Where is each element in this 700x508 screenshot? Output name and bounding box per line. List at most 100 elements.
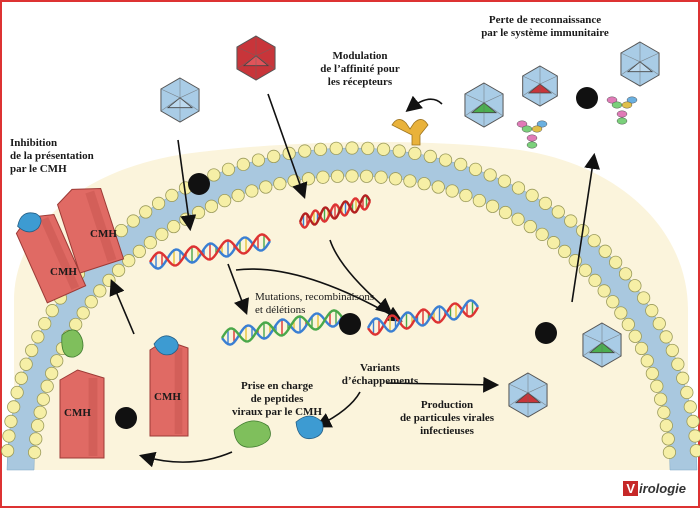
lipid-head (578, 263, 592, 277)
lipid-head (316, 170, 330, 184)
lipid-head (597, 284, 611, 298)
virus-capsid-red (236, 35, 276, 81)
arrow-entry (267, 93, 308, 200)
lipid-head (218, 194, 232, 208)
lipid-head (606, 295, 620, 309)
lipid-head (155, 227, 169, 241)
lipid-head (69, 317, 83, 332)
lipid-head (485, 199, 500, 213)
lipid-head (523, 219, 537, 234)
lipid-head (27, 445, 42, 459)
lipid-head (686, 414, 700, 428)
lipid-head (614, 306, 628, 320)
lipid-head (143, 236, 157, 250)
lipid-head (221, 162, 236, 176)
lipid-head (2, 429, 16, 443)
virus-capsid-blue (464, 82, 504, 128)
virus-capsid-blue (160, 77, 200, 123)
lipid-head (167, 219, 181, 234)
lipid-head (122, 254, 136, 268)
lipid-head (114, 223, 128, 238)
lipid-head (628, 279, 642, 293)
lipid-head (652, 316, 666, 331)
lipid-head (392, 144, 406, 158)
lipid-head (645, 304, 659, 318)
peptide-green (233, 420, 271, 448)
lipid-head (236, 157, 250, 171)
lipid-head (525, 188, 539, 202)
lipid-head (76, 306, 90, 320)
lipid-head (609, 255, 623, 269)
lipid-head (207, 168, 221, 182)
lipid-head (25, 343, 39, 358)
lipid-head (628, 329, 642, 343)
lipid-head (313, 142, 328, 156)
cmh-label: CMH (50, 266, 77, 278)
lipid-head (10, 385, 24, 400)
black-dot (339, 313, 361, 335)
black-dot (576, 87, 598, 109)
lipid-head (50, 354, 64, 368)
lipid-head (165, 188, 179, 202)
antibody (516, 120, 548, 149)
virus-capsid-blue (620, 41, 660, 87)
lipid-head (361, 141, 375, 155)
cmh-label: CMH (64, 407, 91, 419)
lipid-head (423, 149, 437, 163)
lipid-head (132, 244, 146, 259)
arrow-presentation (138, 451, 233, 468)
lipid-head (659, 419, 673, 433)
lipid-head (618, 267, 633, 281)
mhc-molecule (149, 335, 189, 437)
lipid-head (31, 419, 45, 433)
lipid-head (329, 141, 343, 155)
arrow-entry (177, 139, 197, 232)
lipid-head (330, 169, 345, 183)
antibody (606, 96, 638, 125)
lipid-head (301, 172, 316, 186)
lipid-head (273, 177, 287, 191)
lipid-head (650, 379, 664, 393)
lipid-head (14, 371, 28, 385)
lipid-head (139, 205, 153, 219)
lipid-head (388, 172, 403, 186)
virus-capsid-blue (522, 65, 558, 107)
lipid-head (417, 177, 431, 191)
lipid-head (547, 236, 561, 250)
cmh-label: CMH (154, 391, 181, 403)
lipid-head (4, 414, 18, 428)
objects (15, 35, 660, 459)
lipid-head (637, 291, 651, 305)
virus-capsid-blue (508, 372, 548, 418)
lipid-head (112, 263, 126, 277)
black-dot (535, 322, 557, 344)
arrow-modulation (405, 95, 443, 113)
lipid-head (374, 170, 388, 184)
lipid-head (454, 157, 468, 171)
mhc-molecule (15, 212, 87, 304)
lipid-head (19, 357, 33, 371)
lipid-head (179, 212, 193, 226)
lipid-head (33, 405, 47, 419)
lipid-head (345, 169, 359, 183)
lipid-head (84, 295, 98, 309)
lipid-head (445, 184, 459, 198)
lipid-head (621, 317, 635, 332)
lipid-head (588, 273, 602, 287)
lipid-head (298, 144, 312, 158)
lipid-head (267, 149, 281, 163)
cmh-label: CMH (90, 228, 117, 240)
lipid-head (654, 392, 668, 406)
black-dot (188, 173, 210, 195)
lipid-head (472, 194, 486, 208)
arrow-escape (571, 152, 601, 303)
lipid-head (671, 357, 685, 371)
lipid-head (345, 141, 359, 155)
lipid-head (598, 244, 612, 258)
virus-capsid-blue (582, 322, 622, 368)
